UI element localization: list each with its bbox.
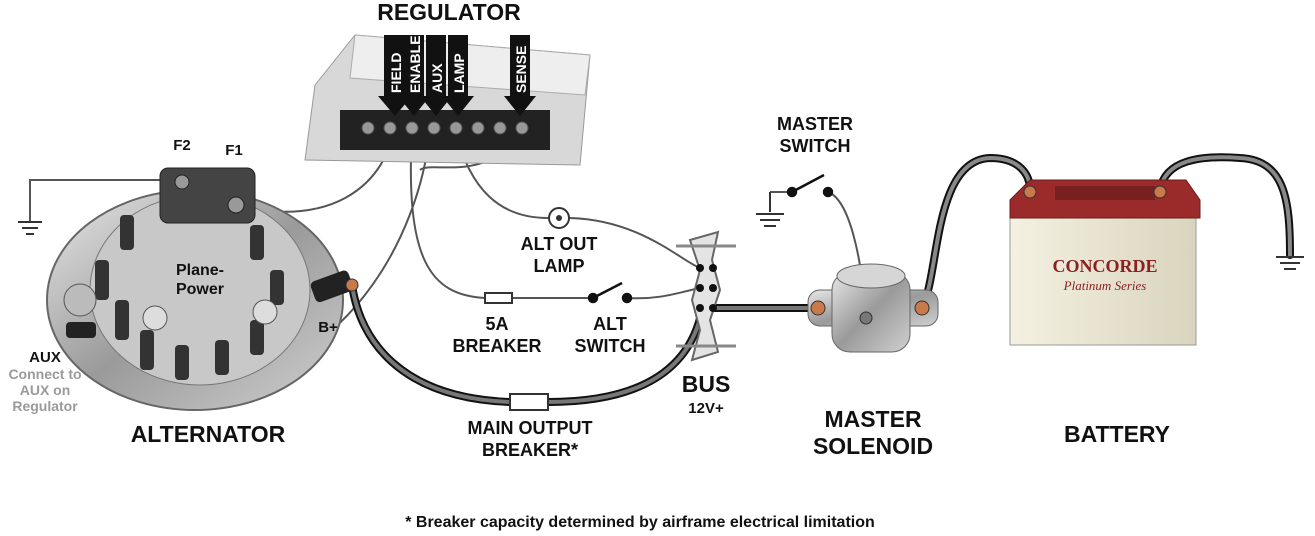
f2-label: F2	[173, 137, 191, 154]
ground-symbol-master	[756, 192, 784, 227]
solenoid-label-1: MASTER	[824, 406, 922, 432]
master-switch-label-2: SWITCH	[780, 136, 851, 156]
lamp-icon	[548, 207, 570, 229]
main-breaker-label-1: MAIN OUTPUT	[468, 418, 593, 438]
f1-label: F1	[225, 142, 243, 159]
lamp-label-1: ALT OUT	[521, 234, 598, 254]
terminal-strip	[340, 110, 550, 150]
battery-title: BATTERY	[1064, 421, 1170, 447]
footnote: * Breaker capacity determined by airfram…	[405, 514, 875, 531]
alt-switch-label-1: ALT	[593, 314, 627, 334]
main-breaker-label-2: BREAKER*	[482, 440, 578, 460]
alt-switch-icon	[587, 281, 633, 304]
enable-arrow	[398, 35, 430, 116]
brand-line-2: Power	[176, 281, 224, 298]
lamp-arrow	[442, 35, 474, 116]
ground-symbol-battery	[1276, 256, 1304, 270]
ground-symbol-alternator	[18, 221, 42, 235]
master-solenoid-unit	[807, 263, 939, 353]
master-switch-label-1: MASTER	[777, 114, 853, 134]
alt-switch-label-2: SWITCH	[575, 336, 646, 356]
power-cables	[348, 153, 1294, 406]
breaker-5a-label-1: 5A	[485, 314, 508, 334]
enable-label: ENABLE	[407, 35, 423, 93]
master-switch-icon	[786, 173, 834, 198]
aux-arrow	[420, 35, 452, 116]
bus-bar	[676, 230, 736, 362]
alternator-title: ALTERNATOR	[131, 421, 286, 447]
brand-line-1: Plane-	[176, 262, 224, 279]
field-arrow	[378, 35, 412, 116]
sense-label: SENSE	[513, 46, 529, 93]
lamp-label: LAMP	[451, 53, 467, 93]
bus-voltage: 12V+	[688, 400, 724, 417]
aux-label-alt: AUX	[29, 349, 61, 366]
aux-note-2: AUX on	[20, 382, 71, 398]
battery-brand: CONCORDE	[1052, 256, 1157, 276]
sense-arrow	[504, 35, 536, 116]
lamp-label-2: LAMP	[534, 256, 585, 276]
breaker-5a-icon	[484, 292, 513, 304]
aux-note-1: Connect to	[8, 366, 81, 382]
regulator-terminal-arrows	[378, 35, 536, 116]
regulator-title: REGULATOR	[377, 0, 521, 25]
battery-series: Platinum Series	[1063, 278, 1147, 293]
breaker-5a-label-2: BREAKER	[452, 336, 541, 356]
aux-label: AUX	[429, 63, 445, 93]
field-label: FIELD	[388, 53, 404, 93]
aux-note-3: Regulator	[12, 398, 78, 414]
bplus-label: B+	[318, 319, 338, 336]
regulator-terminal-labels: FIELD ENABLE AUX LAMP SENSE	[388, 35, 529, 93]
solenoid-label-2: SOLENOID	[813, 433, 933, 459]
main-breaker-icon	[509, 393, 549, 411]
bus-title: BUS	[682, 371, 731, 397]
battery-unit: CONCORDE Platinum Series	[1009, 179, 1201, 346]
alternator-body: Plane- Power	[46, 167, 359, 411]
